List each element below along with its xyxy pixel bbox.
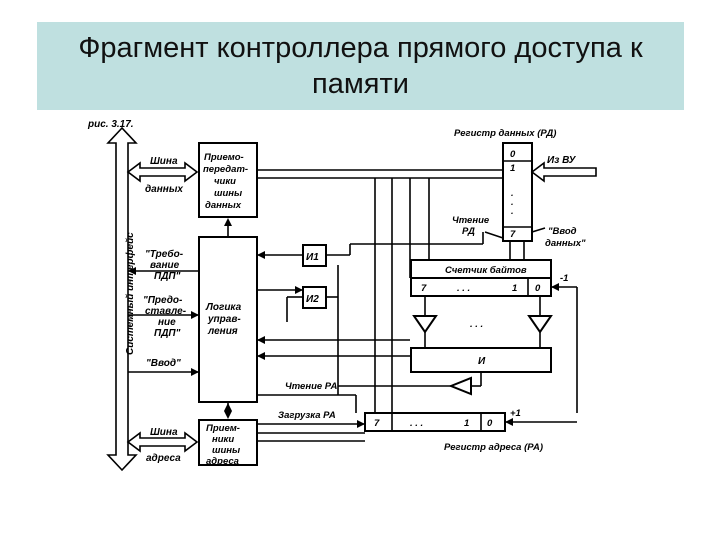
grant-label-1: "Предо-	[143, 295, 183, 306]
transceivers-text-1: Приемо-	[204, 152, 244, 163]
transceivers-text-4: шины	[214, 188, 242, 199]
receivers-down-arrowhead	[224, 411, 232, 419]
transceivers-text-5: данных	[205, 200, 242, 211]
data-register-label: Регистр данных (РД)	[454, 128, 556, 139]
receivers-text-2: ники	[212, 434, 234, 445]
data-bus-arrow	[126, 161, 199, 183]
output-buffer	[448, 376, 472, 396]
byte-counter-bit-0: 0	[535, 283, 541, 294]
data-bus-label-1: Шина	[150, 156, 178, 167]
load-ra-arrowhead	[357, 420, 365, 428]
read-rd-label-1: Чтение	[452, 215, 490, 226]
grant-arrowhead	[191, 311, 199, 319]
decrement-label: -1	[560, 273, 568, 284]
input-label: "Ввод"	[146, 358, 181, 369]
data-register-block	[502, 142, 533, 242]
address-register-label: Регистр адреса (РА)	[444, 442, 543, 453]
increment-label: +1	[510, 408, 521, 419]
figure-caption: рис. 3.17.	[87, 119, 134, 130]
request-label-1: "Требо-	[145, 248, 184, 260]
grant-label-4: ПДП"	[154, 328, 181, 339]
and2-label: И2	[306, 294, 319, 305]
control-line-1-arrowhead	[257, 336, 265, 344]
receivers-text-1: Прием-	[206, 423, 240, 434]
from-device-label: Из ВУ	[547, 155, 577, 166]
address-bus-label-2: адреса	[146, 453, 181, 464]
byte-counter-dots: . . .	[457, 283, 470, 294]
grant-label-2: ставле-	[145, 306, 187, 317]
and2-input-arrowhead	[295, 286, 303, 294]
data-input-label-2: данных"	[545, 238, 586, 249]
data-input-pointer	[531, 227, 546, 233]
data-register-bit-7: 7	[510, 229, 516, 240]
transceivers-block	[198, 142, 258, 218]
control-logic-text-1: Логика	[205, 302, 242, 313]
transceivers-text-3: чики	[214, 176, 236, 187]
control-line-2-arrowhead	[257, 352, 265, 360]
byte-counter-label: Счетчик байтов	[445, 265, 527, 276]
and1-output-arrowhead	[257, 251, 265, 259]
and-gate-label: И	[478, 356, 486, 367]
address-bus-label-1: Шина	[150, 427, 178, 438]
system-interface-bus	[106, 126, 138, 472]
address-register-dots: . . .	[410, 418, 423, 429]
address-register-bit-0: 0	[487, 418, 493, 429]
control-logic-block	[198, 236, 258, 403]
request-label-3: ПДП"	[154, 271, 181, 282]
read-rd-label-2: РД	[462, 226, 475, 237]
data-bus-label-2: данных	[145, 184, 183, 195]
control-logic-text-2: управ-	[207, 314, 241, 325]
grant-label-3: ние	[158, 317, 176, 328]
receivers-text-4: адреса	[206, 456, 239, 467]
data-register-dots-1: .	[511, 188, 514, 198]
data-register-dots-2: .	[511, 197, 514, 207]
address-bus-arrow	[126, 431, 199, 453]
data-register-bit-0: 0	[510, 149, 516, 160]
buffer-right	[527, 315, 553, 334]
byte-counter-block	[410, 277, 552, 297]
control-logic-text-3: ления	[207, 326, 238, 337]
byte-counter-bit-7: 7	[421, 283, 427, 294]
data-register-dots-3: .	[511, 206, 514, 216]
input-arrowhead	[191, 368, 199, 376]
transceivers-text-2: передат-	[203, 164, 248, 175]
receivers-block	[198, 419, 258, 466]
data-input-label-1: "Ввод	[548, 226, 577, 237]
request-label-2: вание	[150, 260, 180, 271]
address-register-bit-1: 1	[464, 418, 469, 429]
address-register-bit-7: 7	[374, 418, 380, 429]
decrement-arrowhead	[551, 283, 559, 291]
slide-title: Фрагмент контроллера прямого доступа к п…	[78, 32, 643, 100]
logic-to-transceivers-arrowhead	[224, 218, 232, 226]
buffer-dots: . . .	[470, 319, 483, 330]
receivers-up-arrowhead	[224, 403, 232, 411]
increment-arrowhead	[505, 418, 513, 426]
data-register-bit-1: 1	[510, 163, 515, 174]
system-interface-label: Системный интерфейс	[124, 232, 136, 355]
read-ra-label: Чтение РА	[285, 381, 338, 392]
and1-label: И1	[306, 252, 319, 263]
buffer-left	[412, 315, 438, 334]
receivers-text-3: шины	[212, 445, 240, 456]
request-arrowhead	[128, 267, 136, 275]
address-register-block	[364, 412, 506, 432]
read-rd-pointer	[484, 231, 504, 239]
from-device-arrow	[530, 161, 597, 183]
title-band: Фрагмент контроллера прямого доступа к п…	[37, 22, 684, 110]
load-ra-label: Загрузка РА	[278, 410, 336, 421]
byte-counter-bit-1: 1	[512, 283, 517, 294]
